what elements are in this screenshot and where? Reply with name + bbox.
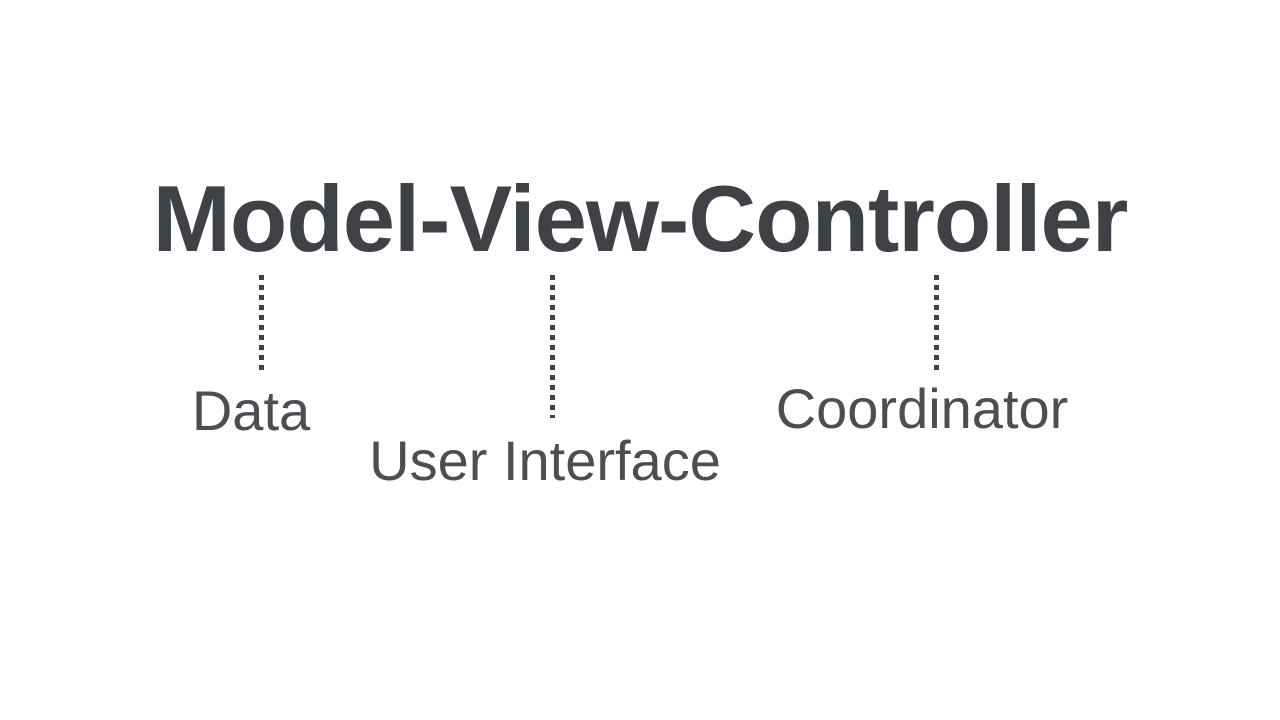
controller-connector-dotted-line (934, 275, 939, 370)
model-annotation-label: Data (191, 379, 311, 442)
view-annotation-label: User Interface (369, 429, 721, 492)
model-connector-dotted-line (259, 275, 264, 373)
slide-title: Model-View-Controller (152, 166, 1129, 271)
view-connector-dotted-line (550, 275, 555, 418)
controller-annotation-label: Coordinator (775, 377, 1069, 440)
